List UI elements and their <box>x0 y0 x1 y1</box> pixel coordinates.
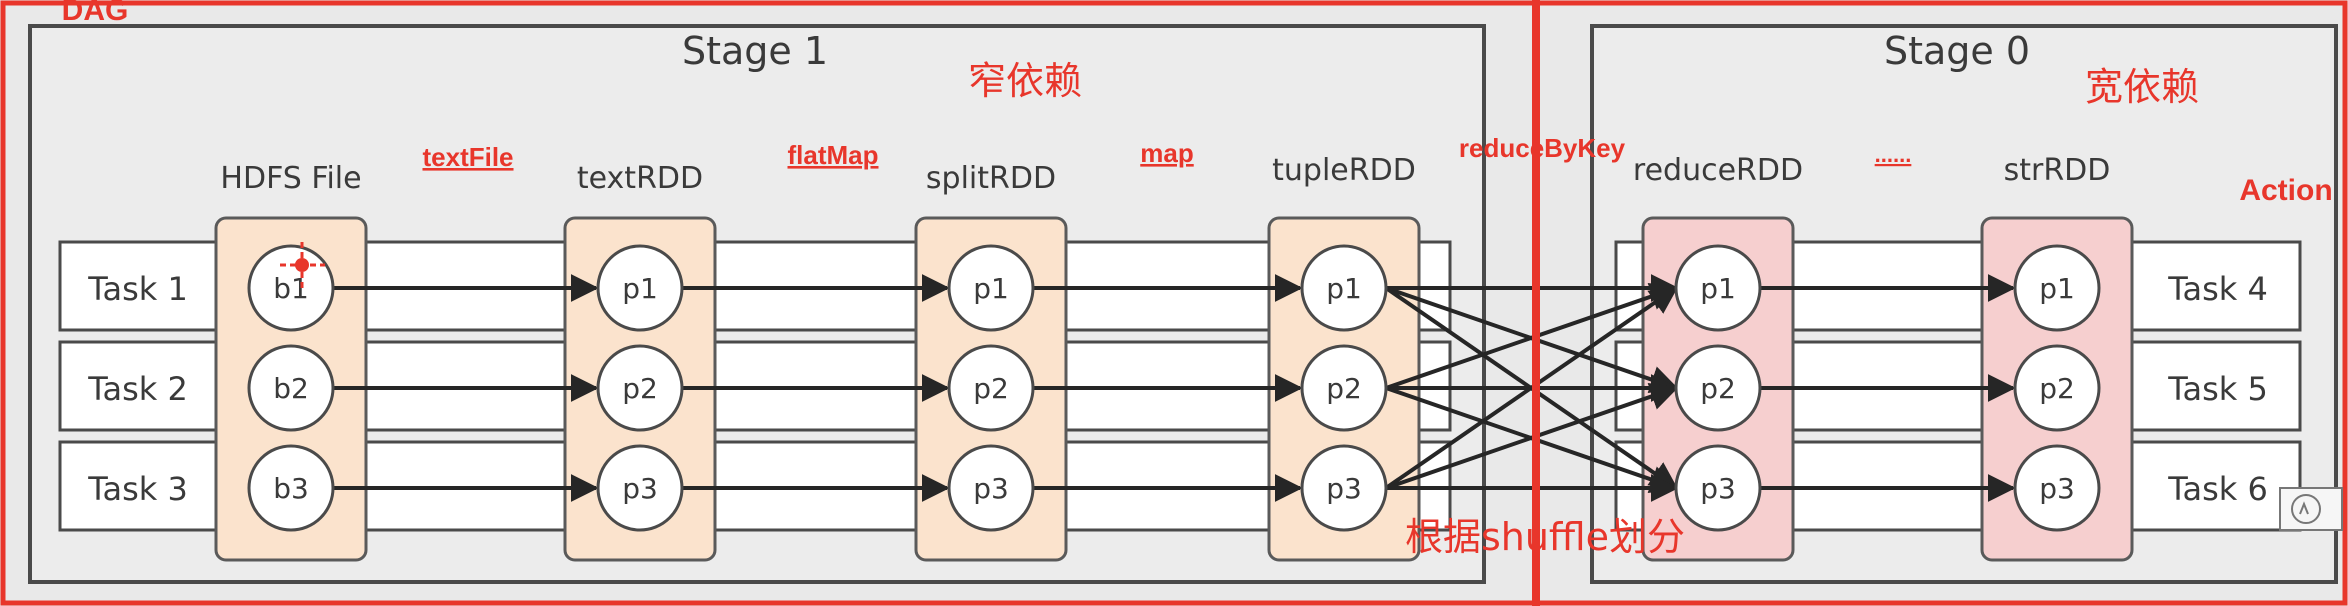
action-label: Action <box>2239 174 2332 207</box>
op-ellipsis: ...... <box>1875 142 1912 167</box>
rdd-title-hdfs-file: HDFS File <box>220 161 361 196</box>
partition-label: p1 <box>2039 272 2075 305</box>
shuffle-arrow <box>1384 286 1679 490</box>
task-4-label: Task 4 <box>2167 270 2268 308</box>
rdd-title-textrdd: textRDD <box>577 161 703 196</box>
task-1-label: Task 1 <box>87 270 188 308</box>
partition-node: b3 <box>247 444 335 532</box>
task-3-label: Task 3 <box>87 470 188 508</box>
partition-label: p2 <box>973 372 1009 405</box>
op-reducebykey: reduceByKey <box>1459 133 1626 163</box>
task-5-label: Task 5 <box>2167 370 2268 408</box>
partition-label: p1 <box>622 272 658 305</box>
partition-label: p1 <box>1700 272 1736 305</box>
cursor-marker-icon <box>280 242 325 288</box>
partition-label: p2 <box>622 372 658 405</box>
partition-node: p1 <box>947 244 1035 332</box>
partition-label: p3 <box>1700 472 1736 505</box>
shuffle-arrow <box>1385 382 1679 490</box>
partition-label: p3 <box>973 472 1009 505</box>
partition-label: b3 <box>273 472 309 505</box>
op-map: map <box>1140 138 1193 168</box>
partition-label: p1 <box>1326 272 1362 305</box>
op-flatmap: flatMap <box>788 140 879 170</box>
partition-label: p2 <box>2039 372 2075 405</box>
watermark-icon <box>2279 487 2343 531</box>
partition-label: p3 <box>622 472 658 505</box>
partition-node: p3 <box>1300 444 1388 532</box>
partition-label: p3 <box>2039 472 2075 505</box>
partition-node: p3 <box>1674 444 1762 532</box>
partition-node: p1 <box>2013 244 2101 332</box>
rdd-title-strrdd: strRDD <box>2004 153 2111 188</box>
partition-node: p1 <box>1674 244 1762 332</box>
stage-0-title: Stage 0 <box>1884 29 2030 73</box>
partition-node: p2 <box>1300 344 1388 432</box>
partition-node: p2 <box>2013 344 2101 432</box>
partition-label: b2 <box>273 372 309 405</box>
rdd-title-reducerdd: reduceRDD <box>1633 153 1803 188</box>
partition-node: p1 <box>596 244 684 332</box>
partition-node: p3 <box>2013 444 2101 532</box>
partition-node: p2 <box>947 344 1035 432</box>
shuffle-arrow <box>1385 282 1679 390</box>
partition-node: p2 <box>1674 344 1762 432</box>
partition-label: p2 <box>1326 372 1362 405</box>
partition-node: p1 <box>1300 244 1388 332</box>
partition-label: p2 <box>1700 372 1736 405</box>
rdd-title-tuplerdd: tupleRDD <box>1272 153 1416 188</box>
partition-node: b2 <box>247 344 335 432</box>
partition-label: p3 <box>1326 472 1362 505</box>
partition-node: p2 <box>596 344 684 432</box>
stage-1-title: Stage 1 <box>682 29 828 73</box>
narrow-dependency-label: 窄依赖 <box>968 59 1082 103</box>
partition-node: b1 <box>247 244 335 332</box>
partition-node: p3 <box>596 444 684 532</box>
op-textfile: textFile <box>422 142 513 172</box>
wide-dependency-label: 宽依赖 <box>2085 65 2199 109</box>
task-6-label: Task 6 <box>2167 470 2268 508</box>
rdd-title-splitrdd: splitRDD <box>926 161 1056 196</box>
shuffle-split-label: 根据shuffle划分 <box>1405 515 1685 559</box>
partition-node: p3 <box>947 444 1035 532</box>
task-2-label: Task 2 <box>87 370 188 408</box>
partition-label: p1 <box>973 272 1009 305</box>
